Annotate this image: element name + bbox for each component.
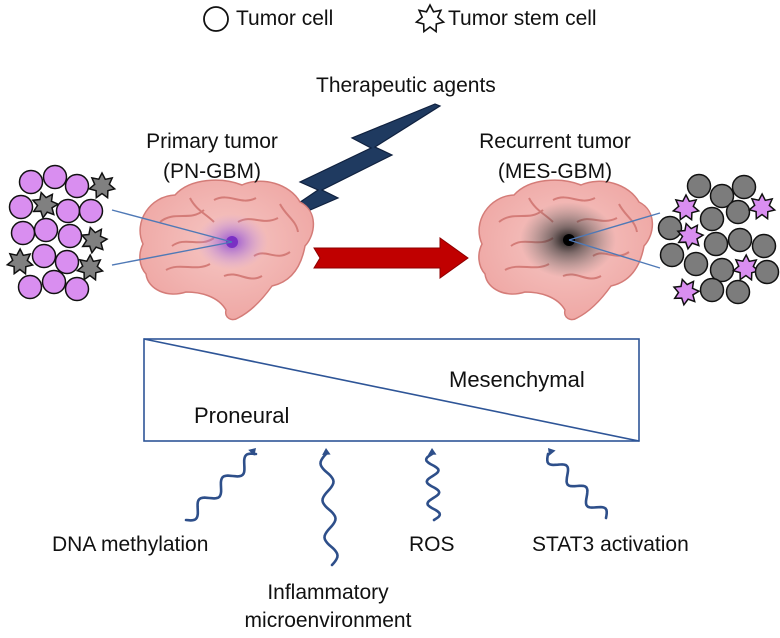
recurrent-tumor-cell-circle-icon <box>754 259 780 285</box>
ros-label: ROS <box>409 533 455 556</box>
primary-connector-line-top <box>111 209 233 243</box>
recurrent-tumor-subtype: (MES-GBM) <box>497 160 613 183</box>
primary-cell-cluster <box>5 164 117 302</box>
recurrent-brain-icon <box>478 179 654 321</box>
primary-tumor-cell-circle-icon <box>42 164 68 190</box>
primary-tumor-cell-circle-icon <box>78 198 104 224</box>
recurrent-tumor-cell-circle-icon <box>703 231 729 257</box>
legend-tumor-cell-circle-icon <box>203 6 229 32</box>
primary-tumor-cell-circle-icon <box>8 194 34 220</box>
recurrent-stem-cell-star-icon <box>676 222 705 251</box>
inflammatory-label-line2: microenvironment <box>244 609 412 632</box>
factor-wavy-arrows <box>184 448 608 567</box>
primary-tumor-cell-circle-icon <box>31 243 57 269</box>
primary-stem-cell-star-icon <box>87 171 117 200</box>
recurrent-tumor-cell-circle-icon <box>725 279 751 305</box>
stat3-activation-label: STAT3 activation <box>532 533 689 556</box>
primary-tumor-cell-circle-icon <box>41 269 67 295</box>
inflammatory-label-line1: Inflammatory <box>267 581 389 604</box>
legend-tumor-cell-label: Tumor cell <box>236 7 334 30</box>
primary-tumor-cell-circle-icon <box>33 217 59 243</box>
ros-arrowhead-icon <box>427 448 437 455</box>
primary-brain-icon <box>139 179 315 321</box>
recurrent-tumor-title: Recurrent tumor <box>479 130 631 153</box>
recurrent-tumor-cell-circle-icon <box>727 227 753 253</box>
primary-tumor-cell-circle-icon <box>54 249 80 275</box>
primary-connector-line-bottom <box>111 241 233 266</box>
dna-methylation-arrowhead-icon <box>248 448 256 456</box>
recurrent-tumor-cell-circle-icon <box>731 174 757 200</box>
recurrent-stem-cell-star-icon <box>671 193 701 222</box>
recurrent-tumor-cell-circle-icon <box>686 173 712 199</box>
proneural-label: Proneural <box>194 403 290 428</box>
primary-tumor-cell-circle-icon <box>57 223 83 249</box>
recurrent-stem-cell-star-icon <box>747 192 777 221</box>
stat3-activation-arrowhead-icon <box>548 448 556 456</box>
primary-tumor-cell-circle-icon <box>64 173 90 199</box>
primary-tumor-subtype: (PN-GBM) <box>163 160 261 183</box>
stat3-activation-wavy-arrow-icon <box>546 452 608 520</box>
recurrent-tumor-cell-circle-icon <box>699 206 725 232</box>
progression-right-arrow-icon <box>313 237 469 279</box>
legend-tumor-stem-cell-star-icon <box>414 3 446 34</box>
recurrent-tumor-cell-circle-icon <box>683 251 709 277</box>
primary-stem-cell-star-icon <box>31 191 60 220</box>
recurrent-cell-cluster <box>657 173 780 307</box>
recurrent-tumor-cell-circle-icon <box>709 183 735 209</box>
inflammatory-microenvironment-wavy-arrow-icon <box>319 452 339 567</box>
primary-stem-cell-star-icon <box>80 225 109 255</box>
recurrent-tumor-cell-circle-icon <box>657 215 683 241</box>
primary-tumor-cell-circle-icon <box>64 276 90 302</box>
primary-tumor-cell-circle-icon <box>17 274 43 300</box>
recurrent-tumor-cell-circle-icon <box>751 233 777 259</box>
primary-tumor-title: Primary tumor <box>146 130 278 153</box>
recurrent-tumor-cell-circle-icon <box>699 277 725 303</box>
mesenchymal-label: Mesenchymal <box>449 367 585 392</box>
dna-methylation-label: DNA methylation <box>52 533 209 556</box>
ros-wavy-arrow-icon <box>424 452 442 522</box>
therapeutic-agents-label: Therapeutic agents <box>316 74 496 97</box>
primary-tumor-cell-circle-icon <box>10 220 36 246</box>
recurrent-tumor-cell-circle-icon <box>725 199 751 225</box>
recurrent-stem-cell-star-icon <box>672 277 701 307</box>
primary-tumor-cell-circle-icon <box>55 198 81 224</box>
dna-methylation-wavy-arrow-icon <box>184 452 258 522</box>
recurrent-connector-line-top <box>568 212 661 241</box>
primary-tumor-cell-circle-icon <box>18 169 44 195</box>
recurrent-stem-cell-star-icon <box>731 253 761 282</box>
inflammatory-microenvironment-arrowhead-icon <box>322 448 331 455</box>
recurrent-tumor-cell-circle-icon <box>659 242 685 268</box>
recurrent-connector-line-bottom <box>568 239 661 269</box>
phenotype-gradient-diagonal <box>143 338 640 442</box>
legend-tumor-stem-cell-label: Tumor stem cell <box>448 7 597 30</box>
primary-stem-cell-star-icon <box>75 253 105 282</box>
primary-stem-cell-star-icon <box>5 247 35 276</box>
